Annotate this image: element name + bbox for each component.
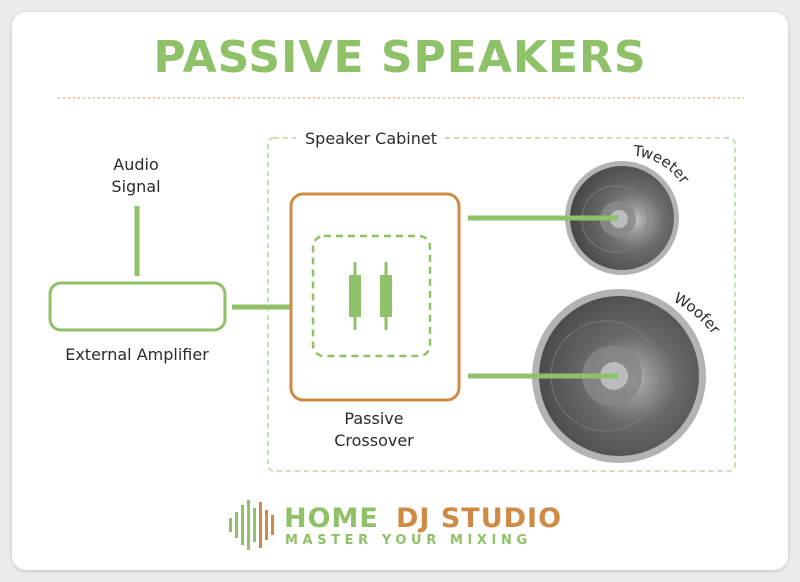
page-title: PASSIVE SPEAKERS — [153, 32, 646, 83]
logo-word-dj-studio: DJ STUDIO — [396, 503, 562, 534]
passive-crossover-label-line1: Passive — [344, 409, 403, 428]
external-amplifier-box — [48, 281, 227, 332]
speaker-cabinet-label: Speaker Cabinet — [305, 129, 437, 148]
sound-wave-icon — [229, 500, 274, 550]
capacitor-icon — [349, 262, 392, 330]
passive-crossover-box — [289, 192, 461, 402]
crossover-inner-circuit — [311, 234, 432, 358]
logo-word-home: HOME — [284, 503, 379, 534]
cabinet-label-backdrop — [296, 126, 444, 150]
external-amplifier-label: External Amplifier — [65, 345, 209, 364]
logo-tagline: MASTER YOUR MIXING — [285, 533, 532, 548]
audio-signal-label-line1: Audio — [113, 155, 158, 174]
home-dj-studio-logo: HOME DJ STUDIO MASTER YOUR MIXING — [229, 500, 562, 550]
audio-signal-label-line2: Signal — [111, 177, 160, 196]
woofer-speaker — [532, 289, 706, 463]
tweeter-speaker — [565, 161, 679, 275]
passive-crossover-label-line2: Crossover — [334, 431, 414, 450]
speaker-cabinet-boundary — [267, 137, 736, 472]
